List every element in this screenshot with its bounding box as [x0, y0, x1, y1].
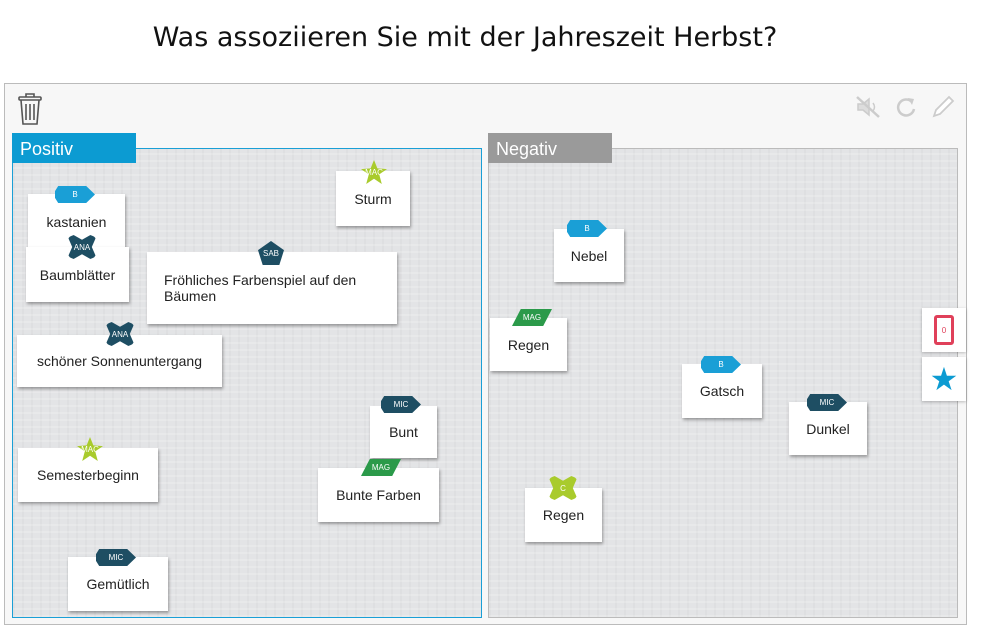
author-badge-tag-icon: B: [55, 186, 95, 203]
positive-panel-header: Positiv: [12, 133, 136, 163]
star-icon: ★: [929, 361, 959, 397]
favorite-button[interactable]: ★: [922, 357, 966, 401]
answer-text: Regen: [542, 507, 585, 523]
trash-icon[interactable]: [16, 92, 44, 126]
answer-text: schöner Sonnenuntergang: [36, 353, 203, 369]
question-title: Was assoziieren Sie mit der Jahreszeit H…: [152, 22, 778, 53]
answer-text: Baumblätter: [39, 266, 116, 283]
answer-card[interactable]: Bunt: [370, 406, 437, 458]
negative-panel-header: Negativ: [488, 133, 612, 163]
answer-text: Fröhliches Farbenspiel auf den Bäumen: [164, 272, 357, 304]
answer-text: kastanien: [46, 213, 107, 230]
answer-card[interactable]: Gatsch: [682, 364, 762, 418]
answer-card[interactable]: Gemütlich: [68, 557, 168, 611]
reload-icon[interactable]: [894, 95, 918, 119]
author-badge-tag-icon: B: [701, 356, 741, 373]
answer-card[interactable]: Bunte Farben: [318, 468, 439, 522]
author-badge-para-icon: MAG: [361, 459, 401, 476]
device-counter-button[interactable]: 0: [922, 308, 966, 352]
answer-text: Bunte Farben: [336, 487, 421, 503]
answer-text: Gemütlich: [86, 576, 150, 592]
counter-value: 0: [941, 325, 947, 335]
answer-text: Regen: [507, 336, 550, 353]
answer-text: Bunt: [389, 424, 418, 440]
author-badge-tag-icon: MIC: [96, 549, 136, 566]
answer-card[interactable]: Sturm: [336, 171, 410, 226]
answer-card[interactable]: Regen: [525, 488, 602, 542]
phone-icon: 0: [934, 315, 954, 345]
author-badge-tag-icon: MIC: [381, 396, 421, 413]
answer-card[interactable]: schöner Sonnenuntergang: [17, 335, 222, 387]
author-badge-tag-icon: MIC: [807, 394, 847, 411]
mute-icon[interactable]: [855, 95, 881, 119]
author-badge-para-icon: MAG: [512, 309, 552, 326]
answer-card[interactable]: Nebel: [554, 229, 624, 282]
answer-text: Nebel: [570, 247, 608, 264]
answer-text: Dunkel: [806, 420, 850, 437]
answer-text: Semesterbeginn: [37, 467, 139, 483]
pencil-icon[interactable]: [930, 94, 956, 120]
author-badge-tag-icon: B: [567, 220, 607, 237]
answer-card[interactable]: Regen: [490, 318, 567, 371]
answer-text: Sturm: [354, 190, 392, 207]
answer-text: Gatsch: [699, 383, 745, 399]
